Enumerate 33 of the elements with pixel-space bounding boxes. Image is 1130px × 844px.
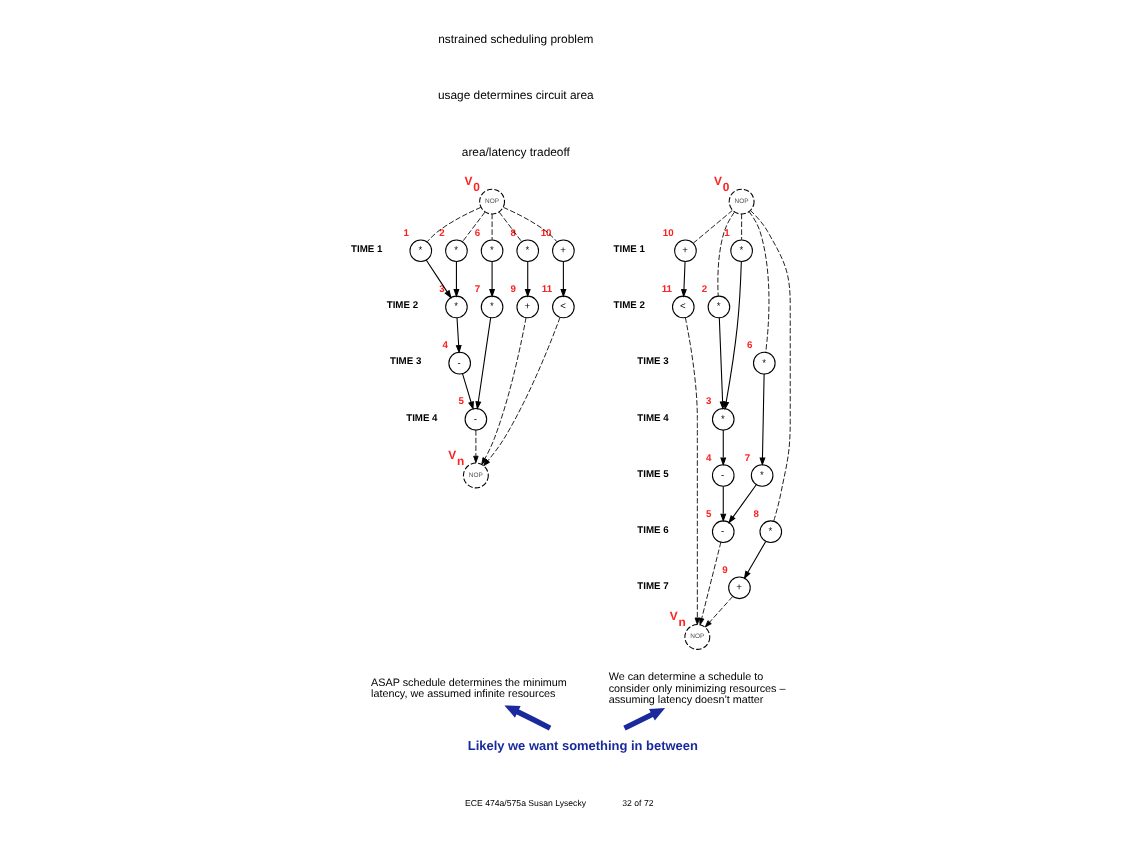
arrow	[759, 373, 766, 467]
connector	[693, 210, 733, 244]
arrow	[524, 261, 531, 298]
arrow	[560, 261, 567, 298]
arrow	[489, 261, 496, 298]
arrow	[504, 705, 552, 731]
arrow	[425, 259, 452, 299]
arrow	[720, 485, 727, 523]
arrow	[699, 541, 722, 626]
arrow	[481, 317, 527, 465]
connector	[503, 207, 558, 243]
arrow	[720, 429, 727, 467]
arrow	[728, 484, 757, 524]
connector	[462, 211, 486, 243]
arrow	[743, 541, 767, 580]
connector	[741, 213, 743, 241]
arrow	[473, 429, 479, 464]
arrow	[718, 317, 726, 410]
arrow	[684, 317, 701, 625]
arrow	[461, 373, 474, 411]
connector	[748, 211, 770, 353]
arrow	[623, 707, 666, 731]
arrow	[483, 316, 561, 467]
arrow	[475, 317, 492, 410]
arrow	[680, 261, 687, 298]
connector	[426, 207, 482, 243]
connector	[717, 211, 735, 297]
arrow	[453, 261, 460, 298]
connector	[498, 211, 523, 243]
connector	[750, 210, 791, 522]
arrow	[455, 317, 462, 354]
connector	[491, 213, 493, 241]
arrow	[704, 596, 733, 628]
